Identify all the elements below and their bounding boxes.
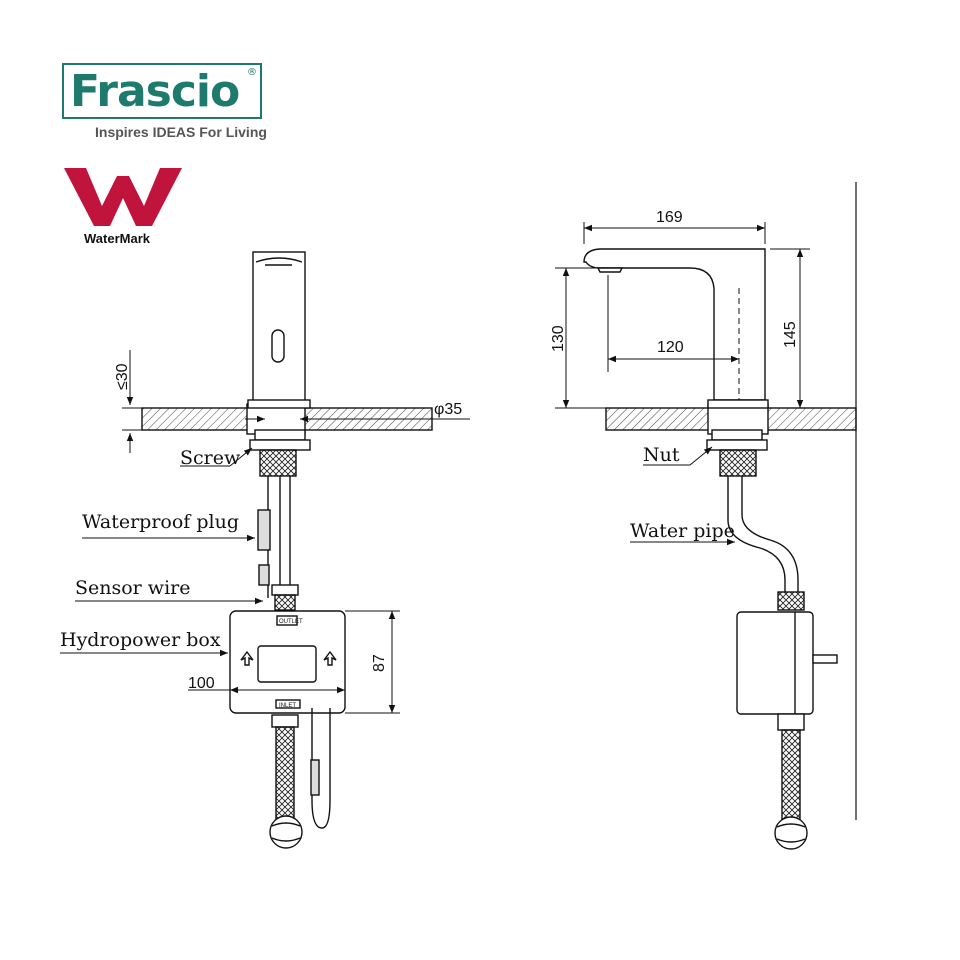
dim-box-width: 100 [188,675,215,692]
dim-spout-depth: 120 [657,339,684,356]
dim-box-height: 87 [371,654,388,672]
side-labels: Nut Water pipe 169 130 120 145 [550,209,799,542]
side-nut [706,439,768,451]
dim-total-height: 145 [782,321,799,348]
side-faucet-body [583,248,766,401]
label-sensor-wire: Sensor wire [75,577,190,599]
front-faucet-body [252,251,306,406]
dim-hole-diameter: φ35 [434,401,462,418]
label-screw: Screw [180,447,241,469]
brand-name: Frascio [70,66,240,117]
brand-logo: Frascio ® [62,63,262,119]
side-hydropower-box [736,611,814,715]
label-nut: Nut [643,444,680,466]
front-screw [259,449,297,477]
label-water-pipe: Water pipe [630,520,735,542]
waterproof-plug [257,509,271,551]
sensor-window [271,329,285,363]
dim-spout-height: 130 [550,325,567,352]
watermark-label: WaterMark [84,231,150,246]
upload-arrow-icon [240,650,254,666]
side-view [555,182,857,850]
water-pipe [727,476,786,592]
dim-reach: 169 [656,209,683,226]
side-inlet-hose [781,729,801,823]
label-waterproof-plug: Waterproof plug [82,511,239,533]
front-inlet-hose [275,726,295,823]
dim-deck-thickness: ≤30 [114,363,131,390]
box-inlet-mark: INLET [279,703,296,709]
brand-tagline: Inspires IDEAS For Living [95,124,267,140]
box-outlet-mark: OUTLET [279,619,303,625]
registered-mark: ® [247,67,257,78]
watermark-logo-icon [64,168,182,226]
side-angle-valve [774,816,808,850]
front-view [60,251,470,849]
front-labels: Screw Waterproof plug Sensor wire Hydrop… [60,363,462,709]
box-display [257,645,317,683]
label-hydropower-box: Hydropower box [60,629,221,651]
angle-valve-icon [269,815,303,849]
